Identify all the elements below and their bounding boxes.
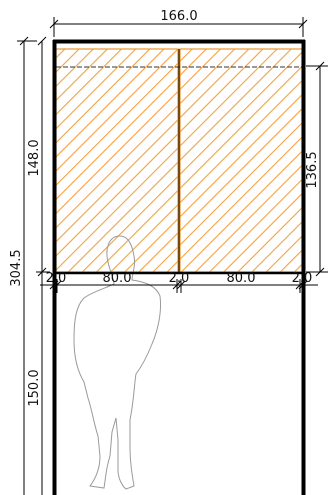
center-gap-label: 2.0 — [169, 271, 190, 286]
frame — [52, 39, 306, 495]
overall-width-label: 166.0 — [160, 9, 197, 24]
left-gap-label: 2.0 — [46, 271, 67, 286]
overall-height-label: 304.5 — [9, 249, 24, 286]
right-panel-width-label: 80.0 — [227, 271, 256, 286]
upper-height-label: 148.0 — [27, 139, 42, 176]
left-panel-width-label: 80.0 — [103, 271, 132, 286]
right-panel — [179, 48, 303, 273]
left-panel — [55, 48, 179, 273]
dimension-lines — [17, 17, 328, 495]
human-figure-outline — [73, 235, 161, 490]
cabinet-panels — [55, 48, 303, 273]
lower-height-label: 150.0 — [27, 369, 42, 406]
right-gap-label: 2.0 — [292, 271, 313, 286]
right-height-label: 136.5 — [305, 151, 320, 188]
